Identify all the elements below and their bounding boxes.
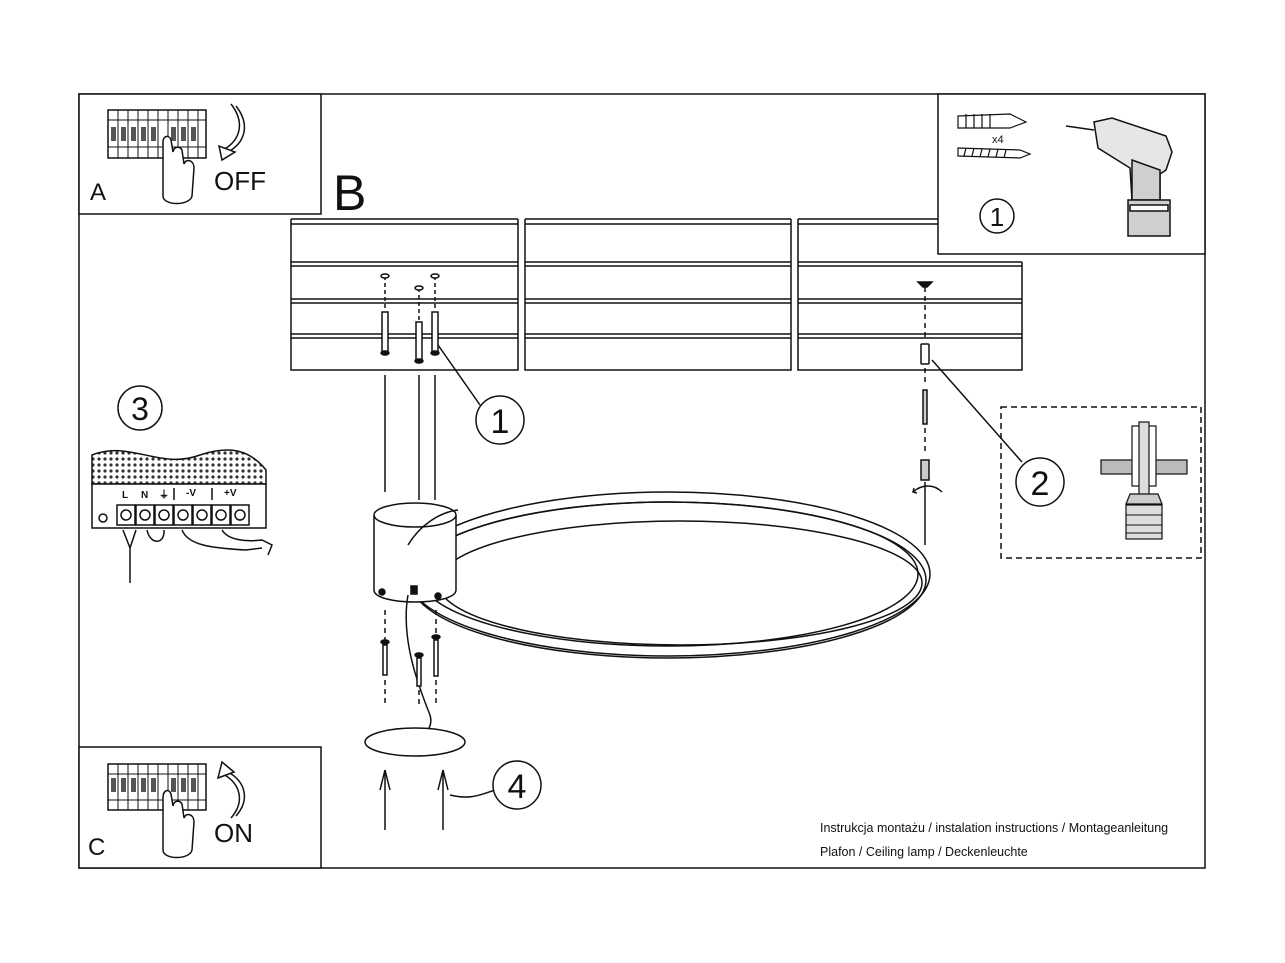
tools-step-label: 1 [990, 202, 1004, 232]
terminal-label-n: N [141, 490, 148, 501]
step-2-label: 2 [1031, 465, 1050, 503]
ceiling-panels [290, 218, 1023, 371]
tools-quantity: x4 [992, 134, 1004, 146]
step-2-callout: 2 [931, 359, 1065, 507]
screw-icon [957, 147, 1032, 159]
step-3-label: 3 [131, 391, 149, 427]
panel-anchor-detail [1000, 406, 1202, 559]
ceiling-screws-left [380, 273, 440, 364]
breaker-switch-off-icon [107, 103, 246, 205]
lamp-screws [380, 610, 441, 705]
panel-c-state: ON [214, 818, 253, 848]
breaker-switch-on-icon [107, 760, 246, 859]
terminal-label-minus-v: -V [186, 488, 196, 499]
mounting-plate [364, 727, 466, 830]
step-4-label: 4 [508, 768, 527, 806]
step-1-callout: 1 [437, 344, 525, 445]
step-4-callout: 4 [449, 760, 542, 810]
guide-lines [384, 375, 436, 500]
drill-icon [1065, 117, 1173, 237]
step-1-label: 1 [491, 403, 510, 441]
footer-instructions: Instrukcja montażu / instalation instruc… [820, 821, 1168, 835]
outer-frame [78, 93, 1206, 869]
panel-b-letter: B [333, 165, 366, 221]
panel-a: A OFF [78, 93, 322, 215]
panel-c: C ON [78, 746, 322, 869]
panel-tools: x4 1 [937, 93, 1206, 255]
terminal-label-ground: ⏚ [159, 489, 169, 501]
ceiling-lamp [373, 491, 931, 733]
terminal-block [91, 449, 273, 583]
panel-c-letter: C [88, 834, 105, 861]
footer-product: Plafon / Ceiling lamp / Deckenleuchte [820, 845, 1028, 859]
ceiling-anchor-right [912, 281, 943, 545]
panel-a-state: OFF [214, 166, 266, 196]
terminal-label-plus-v: +V [224, 488, 237, 499]
panel-a-letter: A [90, 179, 106, 206]
wall-plug-icon [957, 113, 1028, 129]
wiring-section: 3 L N ⏚ -V +V [91, 385, 273, 583]
terminal-label-l: L [122, 490, 128, 501]
